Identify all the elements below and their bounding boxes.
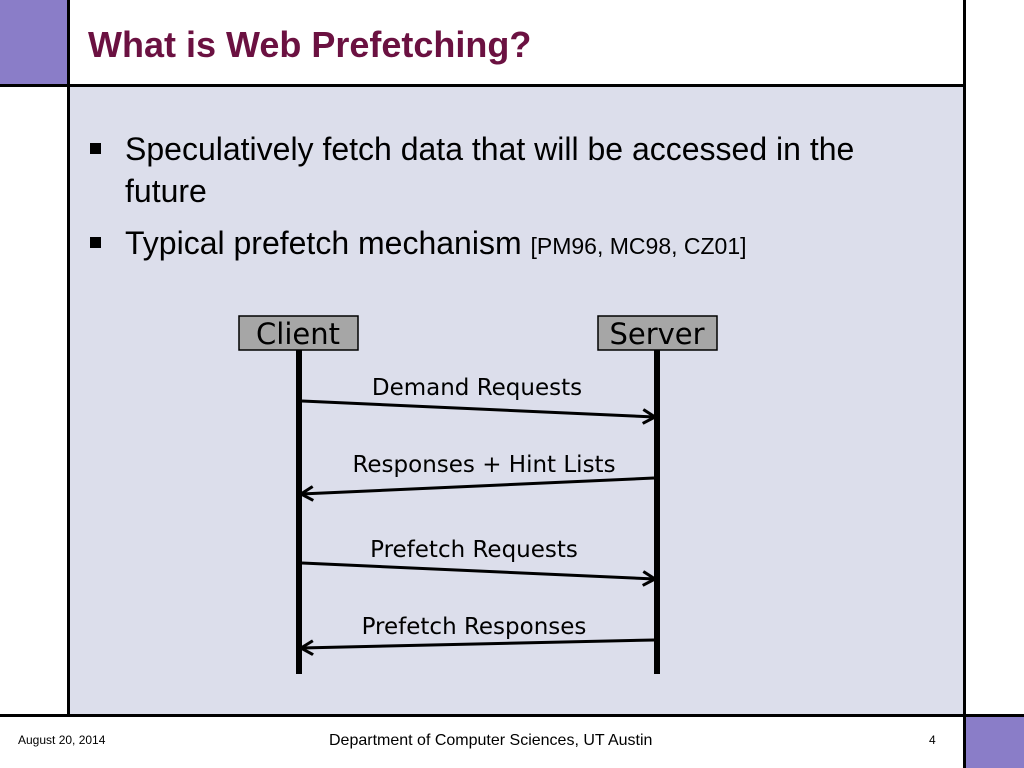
square-bullet-icon [90,237,101,248]
divider-top [0,84,966,87]
bullet-text: Typical prefetch mechanism [125,225,531,261]
corner-square-bottom-right [966,716,1024,768]
bullet-list: Speculatively fetch data that will be ac… [88,128,938,277]
corner-square-top-left [0,0,67,84]
bullet-item: Typical prefetch mechanism [PM96, MC98, … [88,222,938,267]
content-background [70,87,963,714]
message-label: Prefetch Responses [362,614,587,640]
message-arrow [301,476,655,494]
footer-department: Department of Computer Sciences, UT Aust… [329,732,653,749]
server-label: Server [609,317,704,351]
client-box [238,315,359,351]
message-label: Prefetch Requests [370,537,578,563]
client-label: Client [256,317,340,351]
server-box [597,315,718,351]
bullet-item: Speculatively fetch data that will be ac… [88,128,938,212]
footer-date: August 20, 2014 [18,733,106,747]
bullet-citation: [PM96, MC98, CZ01] [530,233,747,259]
divider-left [67,0,70,717]
square-bullet-icon [90,143,101,154]
message-arrow [301,561,655,579]
footer-page-number: 4 [929,733,936,747]
divider-bottom [0,714,1024,717]
message-label: Demand Requests [372,375,582,401]
slide-title: What is Web Prefetching? [88,24,532,65]
divider-right [963,0,966,768]
bullet-text: Speculatively fetch data that will be ac… [125,131,855,209]
message-arrow [301,638,655,648]
message-label: Responses + Hint Lists [352,452,615,478]
message-arrow [301,399,655,417]
